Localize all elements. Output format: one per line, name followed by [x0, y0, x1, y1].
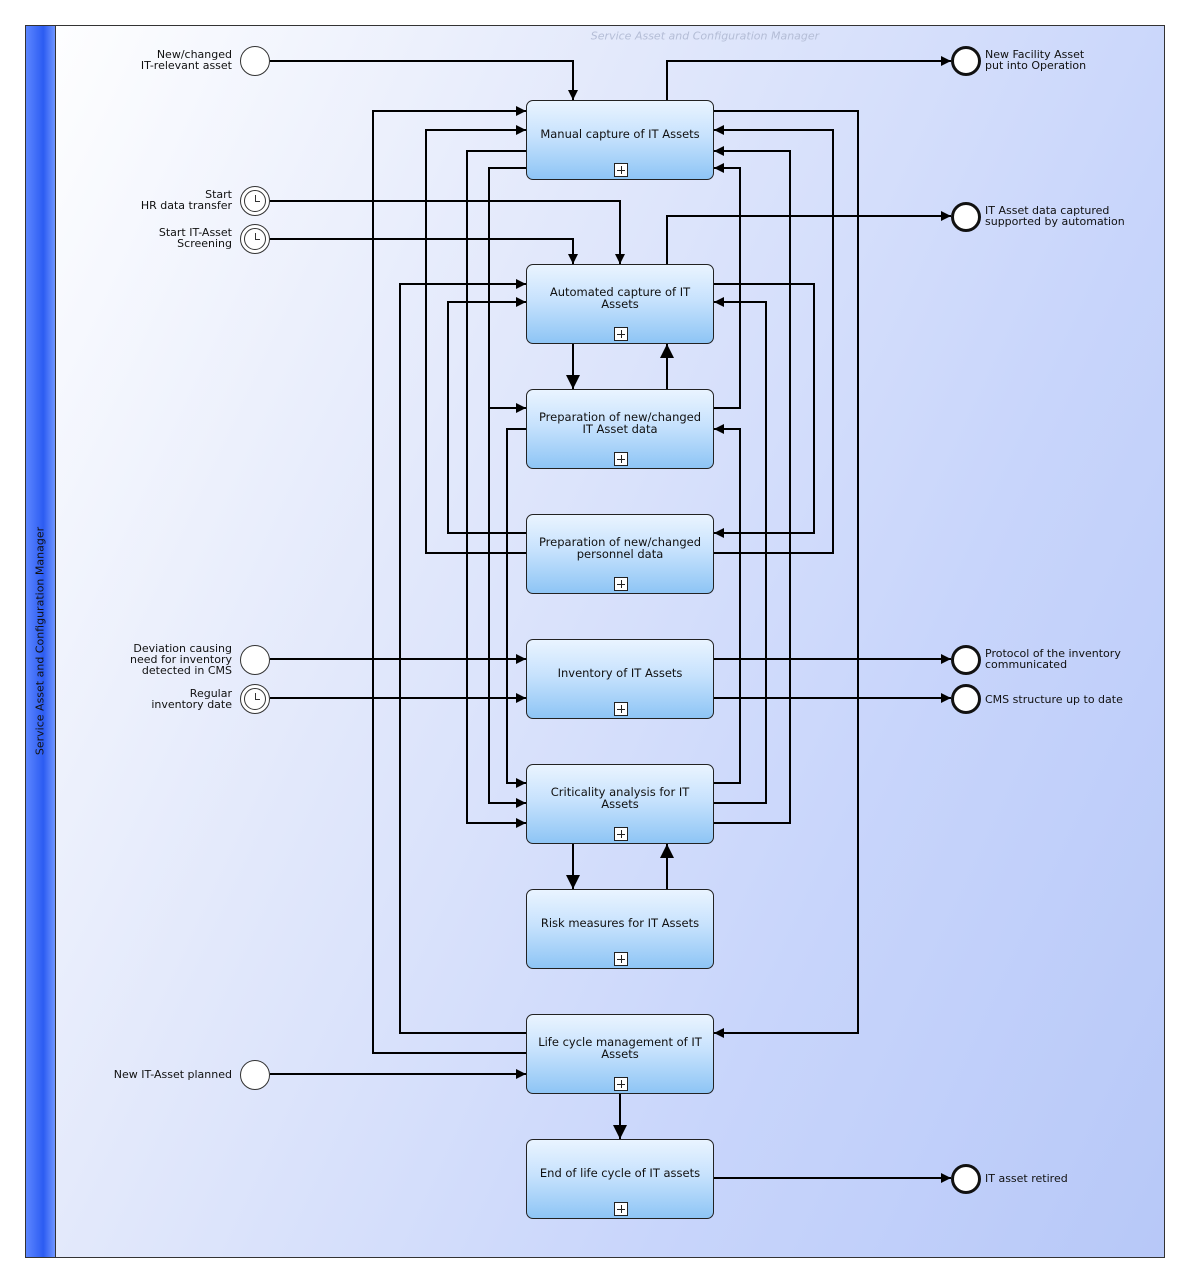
- task-criticality-analysis[interactable]: Criticality analysis for IT Assets: [526, 764, 714, 844]
- flow-prep-personnel-to-automated[interactable]: [447, 297, 526, 534]
- task-inventory[interactable]: Inventory of IT Assets: [526, 639, 714, 719]
- task-label: Risk measures for IT Assets: [540, 916, 700, 930]
- flow-manual-to-prep-asset[interactable]: [488, 167, 526, 413]
- end-event-label-facility-operation: New Facility Asset put into Operation: [985, 49, 1086, 71]
- task-risk-measures[interactable]: Risk measures for IT Assets: [526, 889, 714, 969]
- start-event-label-screening: Start IT-Asset Screening: [159, 227, 232, 249]
- lane-watermark: Service Asset and Configuration Manager: [590, 29, 820, 43]
- task-lifecycle-management[interactable]: Life cycle management of IT Assets: [526, 1014, 714, 1094]
- flow-prep-asset-to-criticality[interactable]: [506, 428, 526, 788]
- flow-prep-personnel-to-manual[interactable]: [425, 125, 526, 554]
- timer-start-event-regular-inventory-icon[interactable]: [240, 684, 270, 714]
- flow-criticality-to-manual[interactable]: [714, 146, 791, 824]
- label-line: New IT-Asset planned: [113, 1068, 232, 1081]
- lane-header[interactable]: [25, 25, 56, 1258]
- label-line: HR data transfer: [140, 199, 232, 212]
- flow-manual-to-lifecycle[interactable]: [714, 110, 859, 1038]
- label-line: Start: [205, 188, 232, 201]
- subprocess-expand-icon[interactable]: [614, 163, 628, 177]
- subprocess-expand-icon[interactable]: [614, 952, 628, 966]
- label-line: need for inventory: [130, 653, 232, 666]
- end-event-facility-operation[interactable]: [951, 46, 981, 76]
- flow-lifecycle-to-automated[interactable]: [399, 279, 526, 1034]
- start-event-new-planned[interactable]: [240, 1060, 270, 1090]
- subprocess-expand-icon[interactable]: [614, 452, 628, 466]
- flow-prep-personnel-to-manual-right[interactable]: [714, 125, 834, 554]
- end-event-cms-up-to-date[interactable]: [951, 684, 981, 714]
- flow-manual-to-facility-end[interactable]: [666, 56, 951, 100]
- label-line: New/changed: [156, 48, 232, 61]
- label-line: Start IT-Asset: [158, 226, 232, 239]
- start-event-deviation[interactable]: [240, 645, 270, 675]
- label-line: IT asset retired: [985, 1172, 1068, 1185]
- task-label: Manual capture of IT Assets: [540, 127, 700, 141]
- label-line: Screening: [177, 237, 232, 250]
- end-event-data-captured[interactable]: [951, 202, 981, 232]
- subprocess-expand-icon[interactable]: [614, 1202, 628, 1216]
- start-event-label-regular-inventory: Regular inventory date: [151, 688, 232, 710]
- task-end-of-lifecycle[interactable]: End of life cycle of IT assets: [526, 1139, 714, 1219]
- flow-automated-to-captured-end[interactable]: [666, 211, 951, 264]
- subprocess-expand-icon[interactable]: [614, 577, 628, 591]
- label-line: put into Operation: [985, 59, 1087, 72]
- start-event-label-deviation: Deviation causing need for inventory det…: [130, 643, 232, 676]
- flow-screening-to-automated[interactable]: [270, 238, 578, 264]
- start-event-new-changed-asset[interactable]: [240, 46, 270, 76]
- flow-prep-asset-to-manual[interactable]: [714, 163, 741, 409]
- label-line: inventory date: [151, 698, 232, 711]
- subprocess-expand-icon[interactable]: [614, 827, 628, 841]
- flow-criticality-to-automated[interactable]: [714, 297, 767, 804]
- flow-manual-to-criticality[interactable]: [466, 150, 526, 828]
- end-event-retired[interactable]: [951, 1164, 981, 1194]
- task-label: Inventory of IT Assets: [557, 666, 683, 680]
- label-line: detected in CMS: [141, 664, 232, 677]
- flow-automated-to-criticality[interactable]: [488, 283, 526, 808]
- task-label: Life cycle management of IT Assets: [538, 1035, 702, 1061]
- label-line: communicated: [985, 658, 1068, 671]
- label-line: Regular: [189, 687, 232, 700]
- label-line: IT Asset data captured: [985, 204, 1110, 217]
- label-line: New Facility Asset: [985, 48, 1085, 61]
- timer-start-event-hr-transfer-icon[interactable]: [240, 186, 270, 216]
- task-label: Criticality analysis for IT Assets: [550, 785, 690, 811]
- subprocess-expand-icon[interactable]: [614, 1077, 628, 1091]
- subprocess-expand-icon[interactable]: [614, 327, 628, 341]
- label-line: supported by automation: [985, 215, 1125, 228]
- label-line: Protocol of the inventory: [985, 647, 1121, 660]
- end-event-label-data-captured: IT Asset data captured supported by auto…: [985, 205, 1125, 227]
- task-automated-capture[interactable]: Automated capture of IT Assets: [526, 264, 714, 344]
- flow-new-asset-to-manual[interactable]: [270, 60, 578, 100]
- label-line: Deviation causing: [133, 642, 232, 655]
- task-prep-asset-data[interactable]: Preparation of new/changed IT Asset data: [526, 389, 714, 469]
- flow-lifecycle-to-manual[interactable]: [372, 106, 526, 1054]
- task-label: End of life cycle of IT assets: [539, 1166, 701, 1180]
- start-event-label-hr-transfer: Start HR data transfer: [141, 189, 232, 211]
- label-line: CMS structure up to date: [985, 693, 1123, 706]
- flow-hr-to-automated[interactable]: [270, 200, 625, 264]
- end-event-label-cms-up-to-date: CMS structure up to date: [985, 694, 1123, 705]
- end-event-protocol[interactable]: [951, 645, 981, 675]
- flow-automated-to-prep-personnel[interactable]: [714, 283, 815, 538]
- end-event-label-retired: IT asset retired: [985, 1173, 1068, 1184]
- timer-start-event-screening-icon[interactable]: [240, 224, 270, 254]
- task-label: Automated capture of IT Assets: [549, 285, 691, 311]
- start-event-label-new-planned: New IT-Asset planned: [114, 1069, 232, 1080]
- subprocess-expand-icon[interactable]: [614, 702, 628, 716]
- task-manual-capture[interactable]: Manual capture of IT Assets: [526, 100, 714, 180]
- label-line: IT-relevant asset: [140, 59, 232, 72]
- end-event-label-protocol: Protocol of the inventory communicated: [985, 648, 1121, 670]
- start-event-label-new-changed-asset: New/changed IT-relevant asset: [141, 49, 232, 71]
- task-label: Preparation of new/changed personnel dat…: [538, 535, 702, 561]
- flow-criticality-to-prep-asset[interactable]: [714, 424, 741, 784]
- task-prep-personnel-data[interactable]: Preparation of new/changed personnel dat…: [526, 514, 714, 594]
- task-label: Preparation of new/changed IT Asset data: [538, 410, 702, 436]
